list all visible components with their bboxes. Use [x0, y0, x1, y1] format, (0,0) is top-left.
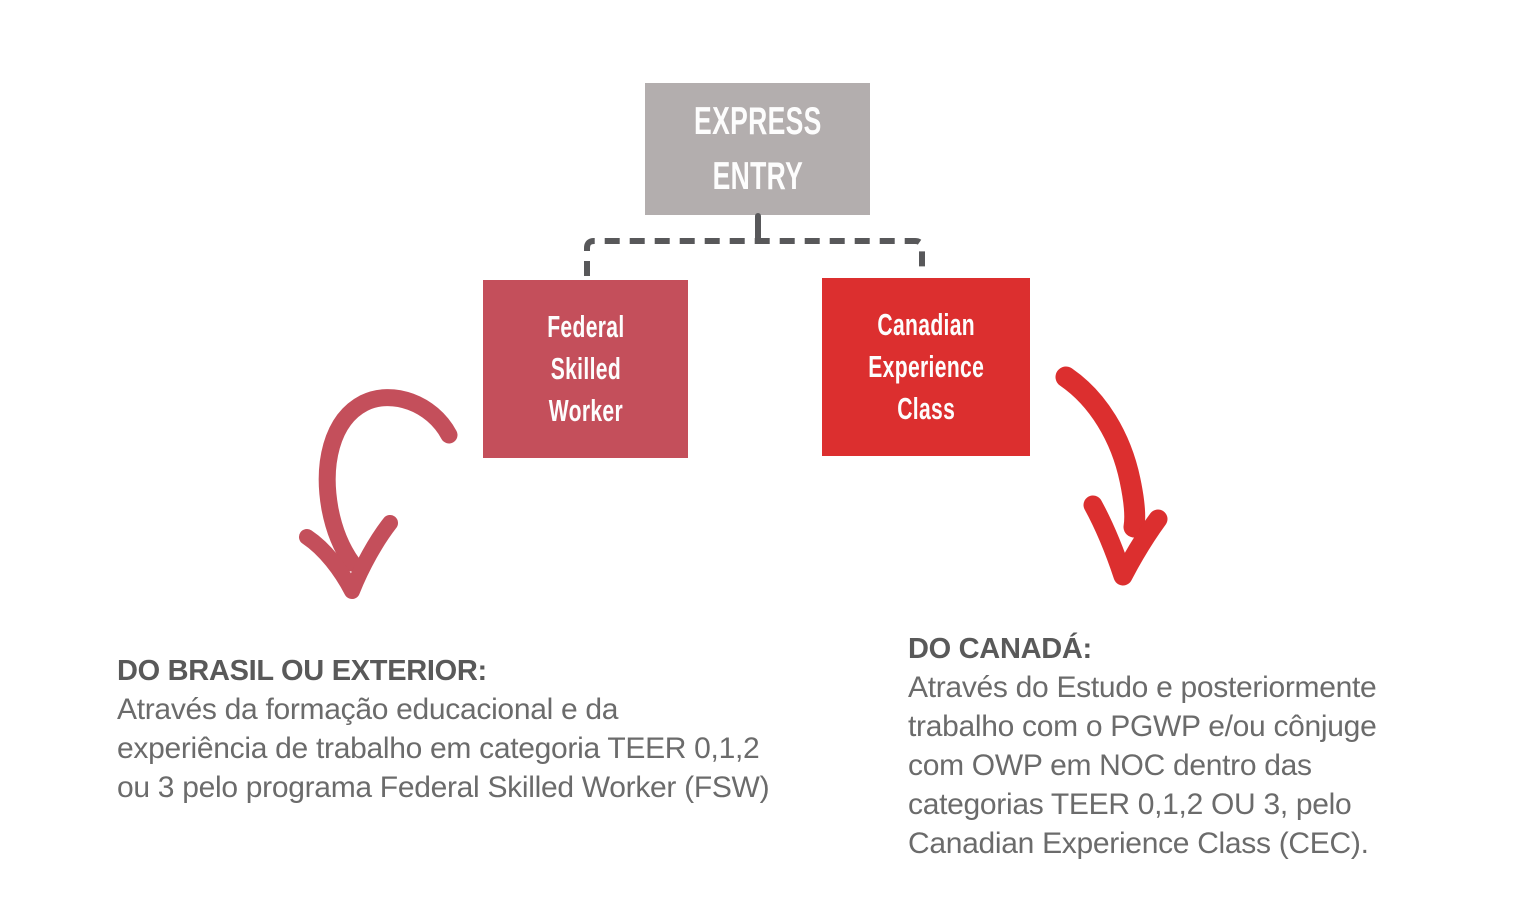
note-brasil-line-3: ou 3 pelo programa Federal Skilled Worke… [117, 771, 770, 804]
node-fsw-line-1: Federal [546, 309, 625, 344]
note-brasil-ou-exterior: DO BRASIL OU EXTERIOR: Através da formaç… [117, 652, 770, 807]
node-express-entry: EXPRESS ENTRY [645, 83, 870, 215]
note-canada-heading: DO CANADÁ: [908, 633, 1092, 665]
curved-arrow-left [299, 389, 458, 599]
note-brasil-line-1: Através da formação educacional e da [117, 693, 619, 726]
node-cec-line-2: Experience [868, 349, 984, 384]
note-canada-line-1: Através do Estudo e posteriormente [908, 671, 1377, 704]
curved-arrow-right [1055, 366, 1168, 586]
note-canada: DO CANADÁ: Através do Estudo e posterior… [908, 630, 1377, 863]
curved-arrow-left-head [299, 515, 398, 599]
node-cec-line-3: Class [897, 391, 955, 426]
node-express-entry-label: EXPRESS ENTRY [694, 94, 822, 204]
curved-arrow-right-tail [1055, 366, 1146, 538]
node-federal-skilled-worker-label: Federal Skilled Worker [547, 306, 624, 432]
node-express-entry-line-1: EXPRESS [693, 100, 822, 143]
note-canada-line-3: com OWP em NOC dentro das [908, 749, 1312, 782]
note-canada-line-4: categorias TEER 0,1,2 OU 3, pelo [908, 788, 1352, 821]
curved-arrow-left-tail [318, 389, 458, 572]
node-canadian-experience-class-label: Canadian Experience Class [868, 304, 984, 430]
tree-connector-dashed [584, 238, 925, 276]
node-fsw-line-3: Worker [548, 393, 623, 428]
node-cec-line-1: Canadian [877, 307, 975, 342]
note-canada-line-2: trabalho com o PGWP e/ou cônjuge [908, 710, 1377, 743]
node-express-entry-line-2: ENTRY [712, 155, 803, 198]
note-canada-line-5: Canadian Experience Class (CEC). [908, 827, 1369, 860]
node-canadian-experience-class: Canadian Experience Class [822, 278, 1030, 456]
node-federal-skilled-worker: Federal Skilled Worker [483, 280, 688, 458]
note-brasil-heading: DO BRASIL OU EXTERIOR: [117, 655, 487, 687]
curved-arrow-right-head [1083, 495, 1168, 586]
node-fsw-line-2: Skilled [550, 351, 621, 386]
note-brasil-line-2: experiência de trabalho em categoria TEE… [117, 732, 760, 765]
